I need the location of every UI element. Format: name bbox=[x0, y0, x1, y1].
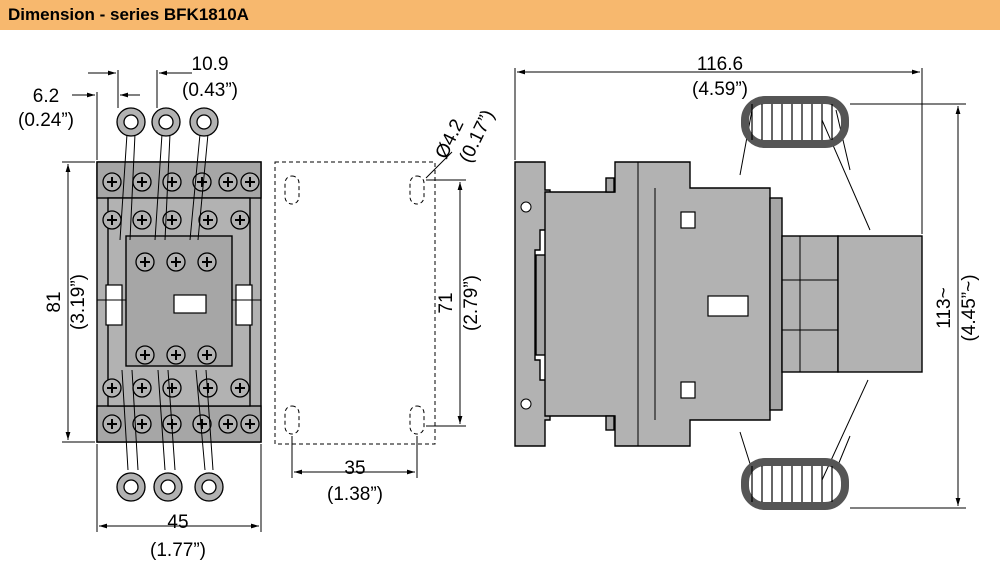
front-top-left-mm: 6.2 bbox=[33, 86, 59, 107]
side-width-inch: (4.59”) bbox=[692, 79, 748, 100]
side-view: 116.6 (4.59”) 113~ (4.45”~) bbox=[514, 54, 980, 510]
mounting-width-mm: 35 bbox=[344, 458, 365, 479]
front-top-right-inch: (0.43”) bbox=[182, 80, 238, 101]
mounting-view: 71 (2.79”) 35 (1.38”) Ø4.2 (0.17”) bbox=[274, 107, 499, 505]
mounting-hole bbox=[409, 405, 425, 435]
side-height-inch: (4.45”~) bbox=[959, 274, 980, 341]
mounting-hole bbox=[284, 405, 300, 435]
front-top-right-mm: 10.9 bbox=[192, 54, 229, 75]
side-body bbox=[544, 161, 771, 447]
rail-clip bbox=[514, 161, 551, 447]
mounting-hole bbox=[284, 175, 300, 205]
page-title: Dimension - series BFK1810A bbox=[8, 5, 249, 24]
front-width-mm: 45 bbox=[167, 512, 188, 533]
indicator-window bbox=[173, 294, 207, 314]
mounting-height-inch: (2.79”) bbox=[461, 275, 482, 331]
resistor-coil bbox=[741, 96, 849, 148]
side-height-mm: 113~ bbox=[934, 287, 955, 328]
mounting-outline bbox=[274, 161, 436, 445]
front-top-left-inch: (0.24”) bbox=[18, 110, 74, 131]
front-width-inch: (1.77”) bbox=[150, 540, 206, 561]
front-view: 81 (3.19”) 45 (1.77”) 10.9 (0.43”) 6.2 (… bbox=[18, 54, 262, 561]
mounting-width-inch: (1.38”) bbox=[327, 484, 383, 505]
mounting-height-mm: 71 bbox=[436, 292, 457, 313]
mounting-hole bbox=[409, 175, 425, 205]
front-height-mm: 81 bbox=[44, 291, 65, 312]
resistor-coil bbox=[741, 458, 849, 510]
coil-module bbox=[837, 235, 923, 373]
title-bar: Dimension - series BFK1810A bbox=[0, 0, 1000, 30]
side-width-mm: 116.6 bbox=[697, 54, 743, 75]
front-height-inch: (3.19”) bbox=[68, 274, 89, 330]
